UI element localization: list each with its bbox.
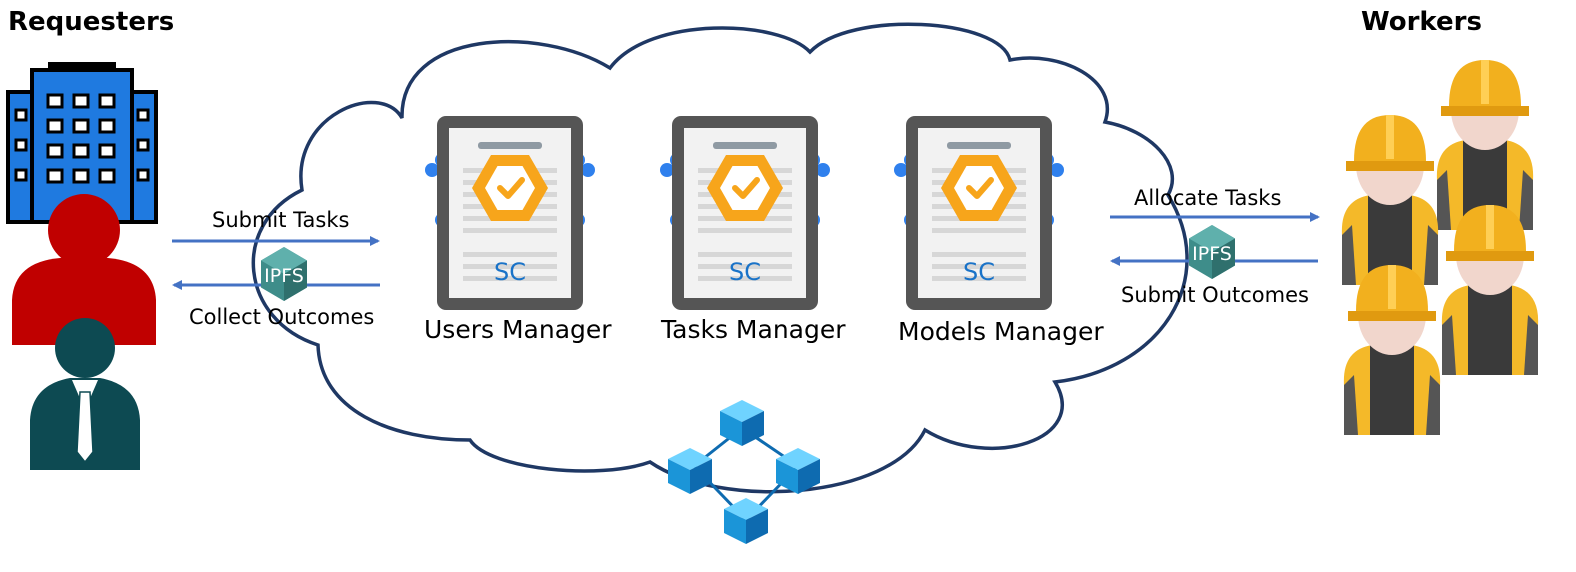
ipfs-label: IPFS: [1192, 243, 1232, 265]
building-icon: [6, 62, 158, 224]
allocate-tasks-label: Allocate Tasks: [1134, 186, 1282, 210]
smart-contract-users-manager: SC: [425, 116, 595, 310]
ipfs-icon: IPFS: [261, 247, 307, 301]
manager-person-icon: [30, 318, 140, 470]
submit-outcomes-label: Submit Outcomes: [1121, 283, 1309, 307]
requester-person-icon: [12, 194, 156, 345]
smart-contract-tasks-manager: SC: [660, 116, 830, 310]
collect-outcomes-label: Collect Outcomes: [189, 305, 375, 329]
sc-badge: SC: [494, 258, 526, 286]
tasks-manager-label: Tasks Manager: [661, 315, 846, 344]
ipfs-label: IPFS: [264, 265, 304, 287]
sc-badge: SC: [963, 258, 995, 286]
smart-contract-models-manager: SC: [894, 116, 1064, 310]
requesters-heading: Requesters: [8, 7, 175, 37]
users-manager-label: Users Manager: [424, 315, 612, 344]
blockchain-icon: [668, 400, 820, 544]
models-manager-label: Models Manager: [898, 317, 1104, 346]
sc-badge: SC: [729, 258, 761, 286]
ipfs-icon: IPFS: [1189, 225, 1235, 279]
workers-heading: Workers: [1361, 7, 1482, 37]
submit-tasks-label: Submit Tasks: [212, 208, 350, 232]
worker-icon: [1341, 60, 1539, 435]
